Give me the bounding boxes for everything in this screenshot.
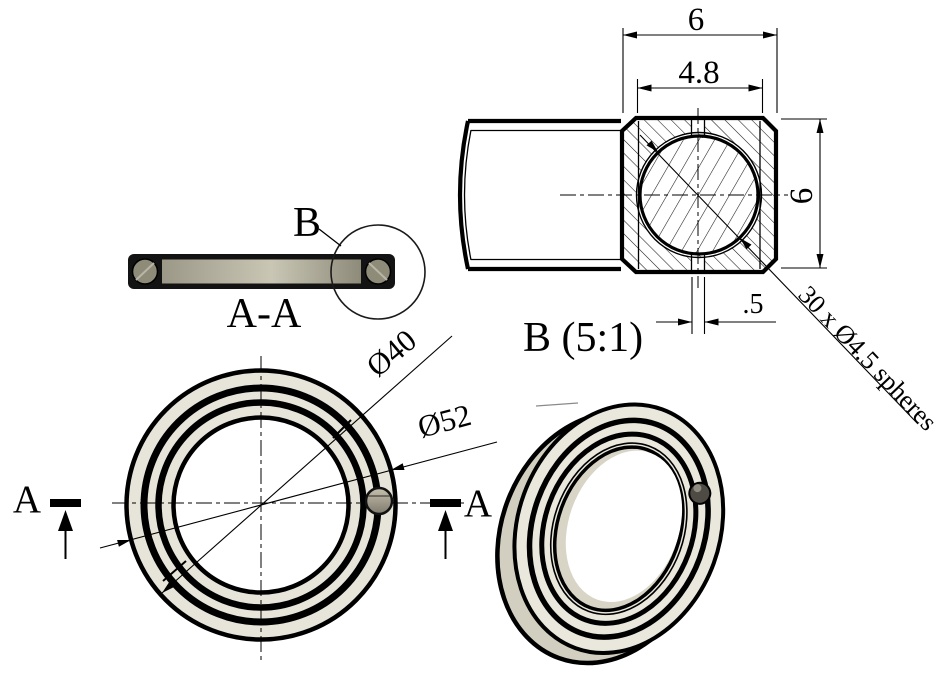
visible-ball [364, 486, 394, 516]
section-view-aa: B A-A [128, 200, 426, 337]
arrowhead [763, 31, 777, 39]
dim-width-inner: 4.8 [636, 55, 764, 113]
ball-left-highlight [135, 262, 155, 281]
cut-letter-right: A [464, 482, 492, 525]
dim-height-text: 6 [784, 188, 820, 205]
detail-boundary-circle [330, 224, 426, 320]
iso-ball-highlight [693, 484, 702, 493]
cut-marker-left: A [13, 478, 81, 559]
arrowhead [646, 140, 658, 152]
detail-view-label: B (5:1) [523, 315, 643, 361]
dim-width-inner-text: 4.8 [678, 55, 719, 91]
arrowhead [816, 254, 824, 268]
arrowhead [117, 540, 131, 547]
broken-ring-segment [457, 118, 621, 272]
dim-outer-text: Ø52 [414, 397, 475, 445]
dim-width-outer: 6 [622, 2, 778, 113]
arrowhead [816, 119, 824, 133]
isometric-view [495, 402, 726, 666]
detail-leader [318, 228, 342, 247]
arrowhead [678, 318, 692, 326]
cut-marker-right: A [430, 482, 492, 559]
split-tick-lower [162, 560, 187, 582]
stray-edge-line [535, 402, 579, 407]
cut-letter-left: A [13, 478, 41, 521]
arrowhead [623, 31, 637, 39]
arrowhead [391, 463, 405, 470]
arrowhead [740, 238, 752, 250]
detail-view-b: 6 4.8 6 .5 [457, 2, 943, 436]
dim-bore-text: Ø40 [360, 322, 423, 383]
detail-ref-letter: B [293, 200, 321, 246]
iso-bore-hole [565, 450, 683, 603]
dim-height: 6 [781, 118, 827, 269]
segment-break-line [457, 120, 471, 270]
iso-face-edge [549, 442, 688, 616]
arrowhead [637, 84, 652, 92]
section-outline [619, 115, 779, 275]
dim-slot-text: .5 [743, 289, 764, 320]
spheres-note-text: 30 x Ø4.5 spheres [793, 280, 943, 436]
split-tick-upper [332, 419, 352, 439]
arrowhead [748, 84, 763, 92]
cage-bar-face [162, 259, 361, 284]
dim-slot: .5 [656, 277, 776, 334]
arrowhead [162, 581, 174, 593]
segment-inner-break-line [463, 129, 472, 261]
ball-right-highlight [368, 262, 388, 281]
front-view: Ø40 Ø52 A A [13, 322, 498, 660]
cut-arrow [438, 510, 453, 531]
iso-groove-outer [526, 417, 711, 640]
groove-inner-circle [155, 399, 367, 611]
arrowhead [704, 318, 719, 326]
iso-groove-inner [539, 431, 699, 626]
section-view-label: A-A [227, 291, 302, 337]
dim-width-outer-text: 6 [688, 2, 705, 38]
cut-arrow [58, 510, 73, 531]
